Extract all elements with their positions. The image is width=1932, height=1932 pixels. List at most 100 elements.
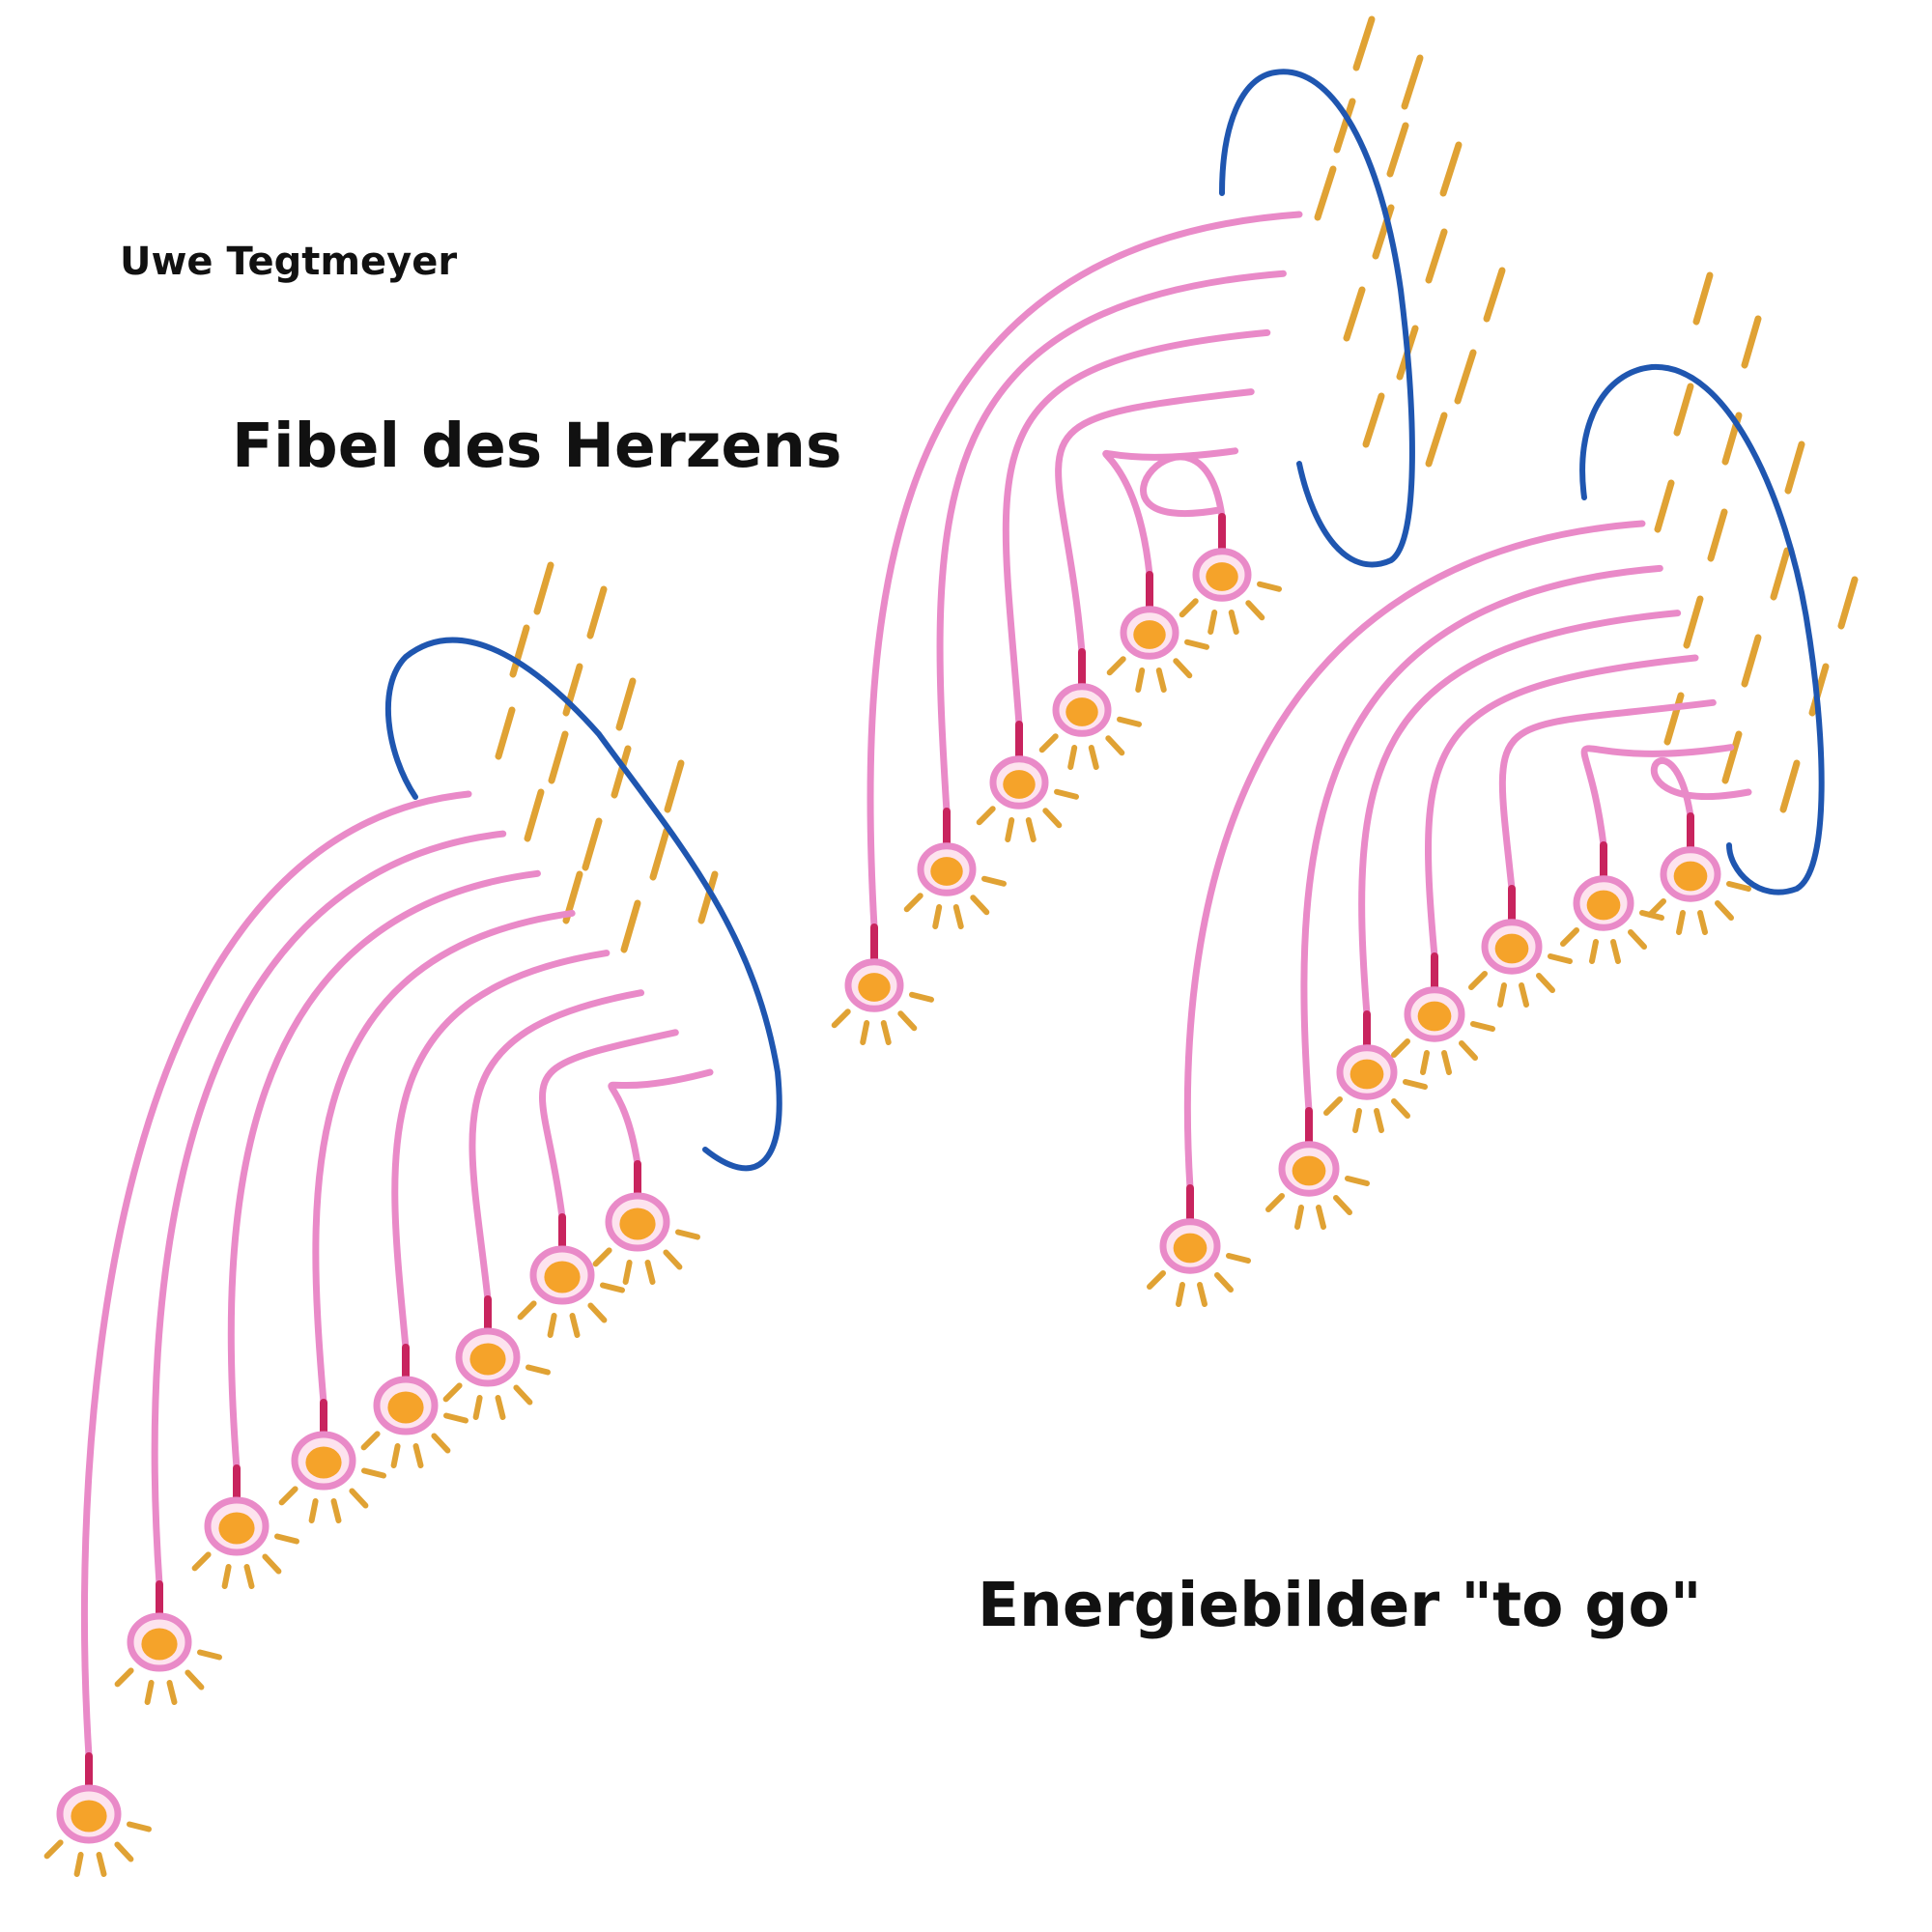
node-core — [1003, 770, 1036, 799]
ray-dash — [1628, 929, 1647, 950]
ray-dash — [1038, 733, 1059, 753]
blue-loop — [384, 637, 782, 1172]
node-core — [858, 973, 891, 1002]
node-core — [1133, 620, 1166, 649]
ray-dash — [860, 1020, 870, 1045]
ray-dash — [611, 745, 632, 799]
blue-loop — [1219, 69, 1415, 568]
author-name: Uwe Tegtmeyer — [120, 240, 458, 284]
node-core — [1417, 1001, 1452, 1032]
ray-dash — [114, 1667, 134, 1688]
ray-dash — [586, 585, 608, 639]
pink-fiber — [608, 1068, 714, 1168]
node-core — [544, 1261, 581, 1293]
ray-dash — [1042, 808, 1063, 829]
pink-fiber — [1002, 328, 1271, 728]
ray-dash — [1519, 982, 1529, 1008]
ray-dash — [831, 1009, 851, 1029]
pink-fiber — [1183, 520, 1646, 1192]
ray-dash — [1257, 581, 1282, 592]
pink-fiber — [1580, 744, 1735, 849]
ray-dash — [1208, 610, 1218, 635]
blue-loop — [1579, 363, 1825, 895]
ray-dash — [649, 827, 670, 881]
pink-fiber — [1358, 610, 1682, 1018]
ray-dash — [1054, 788, 1079, 800]
pink-fiber — [867, 211, 1303, 931]
book-title: Fibel des Herzens — [232, 411, 842, 481]
ray-dash — [278, 1486, 298, 1506]
ray-dash — [1173, 658, 1193, 679]
ray-dash — [1697, 910, 1708, 935]
ray-dash — [517, 1300, 537, 1321]
ray-dash — [1837, 576, 1859, 630]
ray-dash — [509, 624, 530, 678]
ray-dash — [1362, 392, 1385, 448]
ray-dash — [1403, 1079, 1428, 1090]
ray-dash — [1391, 1098, 1410, 1119]
ray-dash — [1345, 1176, 1370, 1186]
node-core — [71, 1800, 107, 1833]
ray-dash — [1214, 1272, 1234, 1293]
ray-dash — [1420, 1050, 1430, 1075]
ray-dash — [1721, 730, 1743, 784]
pink-fiber — [1425, 654, 1699, 960]
ray-dash — [1386, 122, 1409, 178]
pink-fiber — [1300, 564, 1663, 1115]
pink-fiber — [538, 1029, 679, 1221]
pink-fiber — [227, 869, 541, 1472]
ray-dash — [1176, 1282, 1185, 1307]
ray-dash — [644, 1260, 656, 1285]
ray-dash — [243, 1564, 255, 1589]
node-core — [1586, 890, 1621, 921]
ray-dash — [533, 561, 554, 615]
energy-fan-2 — [1147, 271, 1859, 1307]
ray-dash — [185, 1669, 205, 1690]
ray-dash — [191, 1551, 212, 1572]
node-core — [619, 1208, 656, 1240]
ray-dash — [1226, 1253, 1251, 1264]
ray-dash — [96, 1852, 107, 1877]
pink-fiber — [81, 790, 472, 1760]
ray-dash — [664, 759, 685, 813]
node-core — [1065, 697, 1098, 726]
ray-dash — [412, 1443, 424, 1468]
node-core — [1206, 562, 1238, 591]
ray-dash — [1179, 598, 1199, 618]
ray-dash — [1439, 141, 1463, 197]
node-core — [1350, 1059, 1384, 1090]
ray-dash — [1067, 745, 1078, 770]
ray-dash — [1548, 953, 1573, 964]
ray-dash — [1770, 547, 1791, 601]
ray-dash — [1454, 349, 1477, 405]
ray-dash — [308, 1498, 319, 1523]
ray-dash — [1316, 1205, 1326, 1230]
ray-dash — [1726, 881, 1751, 892]
ray-dash — [1707, 508, 1728, 562]
ray-dash — [262, 1553, 282, 1575]
ray-dash — [582, 817, 603, 871]
ray-dash — [495, 1395, 506, 1420]
ray-dash — [1654, 479, 1675, 533]
ray-dash — [970, 895, 990, 916]
pink-fiber — [1650, 757, 1752, 820]
ray-dash — [1197, 1282, 1208, 1307]
pink-fiber — [1055, 388, 1255, 656]
ray-dash — [361, 1467, 386, 1479]
ray-dash — [952, 904, 964, 929]
ray-dash — [1106, 656, 1126, 676]
ray-dash — [349, 1488, 369, 1509]
ray-dash — [127, 1821, 152, 1833]
ray-dash — [1647, 898, 1666, 918]
ray-dash — [697, 870, 719, 924]
ray-dash — [1323, 1096, 1343, 1116]
ray-dash — [1779, 759, 1801, 813]
ray-dash — [274, 1533, 299, 1545]
ray-dash — [1468, 971, 1488, 990]
node-core — [305, 1446, 342, 1479]
book-subtitle: Energiebilder "to go" — [978, 1570, 1702, 1640]
node-core — [1673, 861, 1708, 892]
ray-dash — [1741, 634, 1762, 688]
ray-dash — [1610, 939, 1621, 964]
